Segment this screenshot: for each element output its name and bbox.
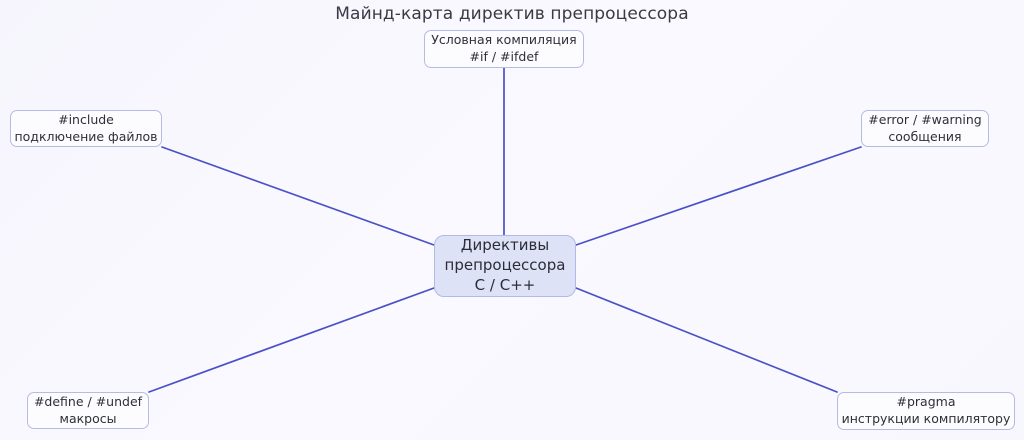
node-error-warning-line2: сообщения	[888, 128, 962, 144]
node-include-line2: подключение файлов	[14, 128, 158, 144]
node-conditional-compilation-line2: #if / #ifdef	[469, 49, 539, 64]
edge-central-define	[148, 287, 435, 393]
node-pragma[interactable]: #pragma инструкции компилятору	[837, 392, 1015, 430]
node-central-line2: препроцессора	[444, 256, 566, 275]
edge-central-pragma	[575, 287, 838, 393]
node-central-line3: C / C++	[474, 275, 536, 294]
node-central-preprocessor-directives[interactable]: Директивы препроцессора C / C++	[434, 235, 576, 297]
node-conditional-compilation[interactable]: Условная компиляция #if / #ifdef	[424, 30, 584, 68]
node-central-line1: Директивы	[460, 236, 550, 255]
node-error-warning-line1: #error / #warning	[868, 111, 982, 127]
node-pragma-line2: инструкции компилятору	[841, 411, 1011, 426]
node-define-undef[interactable]: #define / #undef макросы	[27, 392, 149, 429]
node-error-warning[interactable]: #error / #warning сообщения	[861, 110, 989, 147]
node-conditional-compilation-line1: Условная компиляция	[431, 32, 577, 48]
diagram-title: Майнд-карта директив препроцессора	[335, 4, 689, 24]
node-define-undef-line1: #define / #undef	[33, 393, 143, 409]
node-include-line1: #include	[58, 111, 114, 127]
node-define-undef-line2: макросы	[59, 410, 117, 426]
edge-central-include	[161, 146, 435, 246]
node-include[interactable]: #include подключение файлов	[10, 110, 162, 147]
edge-central-error	[575, 146, 862, 246]
node-pragma-line1: #pragma	[896, 394, 956, 410]
